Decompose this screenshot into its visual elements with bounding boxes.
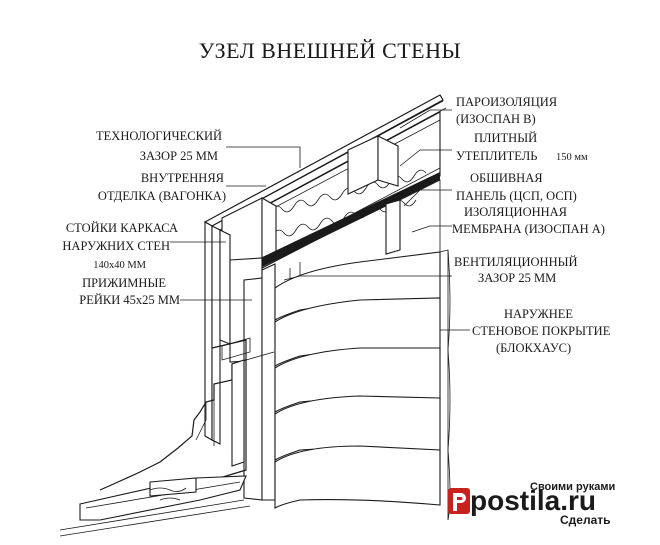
watermark-brand: postila.ru	[470, 485, 596, 516]
diagram-title: УЗЕЛ ВНЕШНЕЙ СТЕНЫ	[199, 38, 461, 63]
label-sheathing-1: ОБШИВНАЯ	[470, 171, 543, 185]
callout-labels: ПАРОИЗОЛЯЦИЯ (ИЗОСПАН В) ТЕХНОЛОГИЧЕСКИЙ…	[62, 95, 610, 355]
label-frame-posts-2: НАРУЖНИХ СТЕН	[62, 239, 170, 253]
label-outer-cover-1: НАРУЖНЕЕ	[504, 307, 573, 321]
label-membrane-1: ИЗОЛЯЦИОННАЯ	[464, 205, 567, 219]
label-slab-insulation-1: ПЛИТНЫЙ	[474, 131, 537, 145]
wall-section-drawing	[59, 94, 451, 537]
label-frame-posts-1: СТОЙКИ КАРКАСА	[66, 221, 178, 235]
label-outer-cover-2: СТЕНОВОЕ ПОКРЫТИЕ	[472, 324, 611, 338]
leader-lines	[170, 109, 470, 331]
label-slab-insulation-3: 150 мм	[556, 152, 588, 163]
label-sheathing-2: ПАНЕЛЬ (ЦСП, ОСП)	[456, 189, 577, 203]
label-outer-cover-3: (БЛОКХАУС)	[496, 341, 571, 355]
label-membrane-2: МЕМБРАНА (ИЗОСПАН А)	[452, 222, 605, 236]
label-slab-insulation-2: УТЕПЛИТЕЛЬ	[456, 149, 537, 163]
window-sill-profile	[59, 339, 251, 537]
blockhouse-logs	[274, 249, 451, 521]
label-inner-finish-2: ОТДЕЛКА (ВАГОНКА)	[98, 189, 226, 203]
label-tech-gap-2: ЗАЗОР 25 ММ	[140, 149, 218, 163]
label-battens-1: ПРИЖИМНЫЕ	[82, 276, 166, 290]
watermark-faint-2: Сделать	[560, 513, 611, 527]
watermark-faint-1: Своими руками	[530, 481, 615, 493]
postila-logo-icon	[448, 488, 470, 514]
label-vapor-barrier-2: (ИЗОСПАН В)	[456, 112, 536, 126]
label-inner-finish-1: ВНУТРЕННЯЯ	[141, 171, 224, 185]
label-frame-posts-3: 140х40 ММ	[93, 260, 146, 271]
label-vent-gap-1: ВЕНТИЛЯЦИОННЫЙ	[454, 255, 578, 269]
label-tech-gap-1: ТЕХНОЛОГИЧЕСКИЙ	[96, 129, 222, 143]
label-vapor-barrier-1: ПАРОИЗОЛЯЦИЯ	[456, 95, 557, 109]
label-vent-gap-2: ЗАЗОР 25 ММ	[478, 271, 556, 285]
watermark: postila.ru Своими руками Сделать	[448, 481, 615, 527]
label-battens-2: РЕЙКИ 45х25 ММ	[79, 293, 180, 307]
